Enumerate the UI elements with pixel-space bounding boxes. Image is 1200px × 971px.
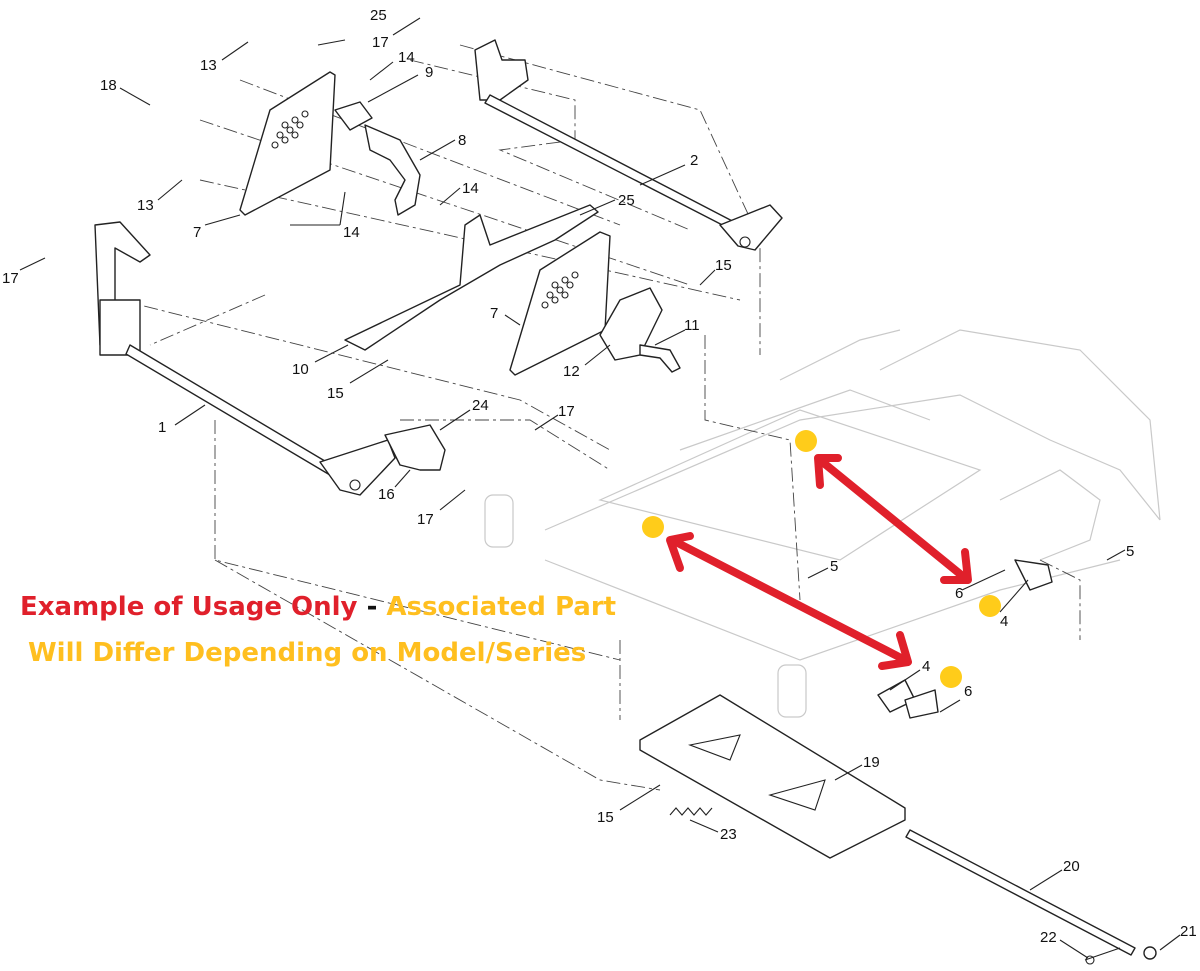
callout-7: 7: [490, 305, 498, 322]
callout-7: 7: [193, 224, 201, 241]
lift-arm: [344, 204, 599, 351]
callout-labels: 25 17 13 14 9 18 8 2 13 14 7 14 25 17 15…: [2, 7, 1197, 946]
callout-4: 4: [1000, 613, 1008, 630]
red-arrow-lower: [666, 532, 912, 670]
side-plate-upper: [239, 71, 336, 216]
callout-6: 6: [964, 683, 972, 700]
bracket-part-24: [384, 424, 446, 471]
red-arrow-upper: [814, 454, 972, 584]
callout-15: 15: [715, 257, 732, 274]
lift-rod-upper: [474, 39, 783, 251]
rod-part-20: [905, 829, 1136, 956]
callout-23: 23: [720, 826, 737, 843]
callout-16: 16: [378, 486, 395, 503]
washer-part-21: [1143, 946, 1157, 960]
usage-note-prefix: Example of Usage Only: [20, 592, 358, 622]
callout-13: 13: [200, 57, 217, 74]
callout-5: 5: [830, 558, 838, 575]
callout-11: 11: [684, 317, 700, 334]
side-plate-lower: [509, 231, 611, 376]
callout-2: 2: [690, 152, 698, 169]
callout-13: 13: [137, 197, 154, 214]
latch-part-4-right: [1014, 559, 1053, 591]
mower-frame-outline: [484, 329, 1161, 718]
callout-1: 1: [158, 419, 166, 436]
usage-note-highlight: Associated Part: [386, 592, 617, 622]
callout-17: 17: [558, 403, 575, 420]
callout-19: 19: [863, 754, 880, 771]
callout-10: 10: [292, 361, 309, 378]
callout-25: 25: [370, 7, 387, 24]
latch-part-4-left: [877, 679, 939, 719]
lift-rod-lower: [94, 221, 396, 496]
callout-25: 25: [618, 192, 635, 209]
pin-part-22: [1084, 947, 1121, 965]
callout-24: 24: [472, 397, 489, 414]
pedal-part-12: [599, 287, 663, 361]
callout-8: 8: [458, 132, 466, 149]
callout-12: 12: [563, 363, 580, 380]
callout-17: 17: [372, 34, 389, 51]
highlight-dots: [642, 430, 1001, 688]
callout-15: 15: [597, 809, 614, 826]
spring-part-23: [669, 807, 713, 816]
handle-part-11: [639, 344, 681, 373]
callout-4: 4: [922, 658, 930, 675]
usage-note-line-2: Will Differ Depending on Model/Series: [28, 638, 586, 668]
callout-17: 17: [417, 511, 434, 528]
highlight-dot: [642, 516, 664, 538]
callout-9: 9: [425, 64, 433, 81]
callout-22: 22: [1040, 929, 1057, 946]
plate-part-19: [639, 694, 906, 859]
highlight-dot: [940, 666, 962, 688]
callout-18: 18: [100, 77, 117, 94]
bushing-part-9: [334, 101, 373, 131]
callout-14: 14: [462, 180, 479, 197]
bracket-part-8: [364, 124, 421, 216]
highlight-dot: [979, 595, 1001, 617]
highlight-dot: [795, 430, 817, 452]
callout-5: 5: [1126, 543, 1134, 560]
usage-note-line-1: Example of Usage Only - Associated Part: [20, 592, 616, 622]
callout-14: 14: [398, 49, 415, 66]
callout-leaders: [19, 17, 1181, 959]
callout-6: 6: [955, 585, 963, 602]
callout-21: 21: [1180, 923, 1197, 940]
usage-note-highlight-line-2: Will Differ Depending on Model/Series: [28, 638, 587, 668]
usage-note-separator: -: [357, 592, 387, 622]
callout-14: 14: [343, 224, 360, 241]
callout-20: 20: [1063, 858, 1080, 875]
callout-17: 17: [2, 270, 19, 287]
callout-15: 15: [327, 385, 344, 402]
